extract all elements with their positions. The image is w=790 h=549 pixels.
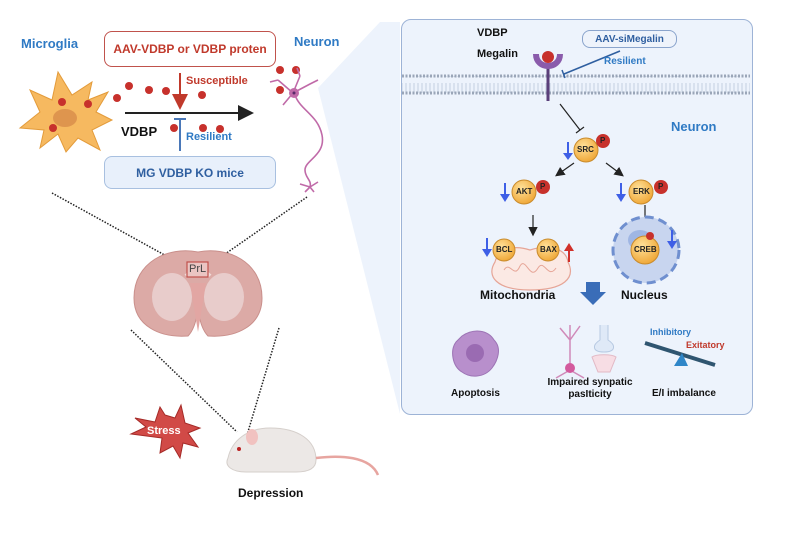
src-label: SRC (577, 145, 594, 154)
excitatory-label: Exitatory (686, 340, 725, 350)
creb-phospho (646, 232, 654, 240)
akt-p-label: P (540, 182, 546, 191)
erk-node (628, 179, 654, 205)
panel-neuron-label: Neuron (671, 119, 717, 134)
erk-label: ERK (633, 187, 650, 196)
microglia-cell-icon (18, 70, 114, 153)
neuron-label: Neuron (294, 34, 340, 49)
brain-slice-icon (133, 250, 263, 337)
outcome-synaptic-text: Impaired synpatic pasIticity (547, 377, 633, 400)
bcl-node (492, 238, 516, 262)
outcome-synaptic: Impaired synpatic pasIticity (540, 377, 640, 401)
src-p-label: P (600, 136, 606, 145)
megalin-src-inhibit (559, 103, 585, 134)
erk-p-label: P (658, 182, 664, 191)
vdbp-secreted-dots (113, 66, 300, 133)
treatment-box: AAV-VDBP or VDBP proten (104, 31, 276, 67)
src-phospho (596, 134, 610, 148)
regulation-arrows (482, 142, 677, 262)
outcome-down-arrow (580, 282, 606, 305)
mitochondria-label: Mitochondria (480, 288, 556, 302)
erk-phospho (654, 180, 668, 194)
panel-vdbp-label: VDBP (477, 27, 508, 39)
microglia-label: Microglia (21, 36, 79, 51)
creb-label: CREB (634, 245, 657, 254)
resilient-inhibit-line (174, 118, 186, 151)
stress-burst-icon (129, 403, 202, 460)
cell-membrane (402, 74, 750, 95)
panel-resilient-label: Resilient (604, 56, 646, 67)
src-node (573, 137, 599, 163)
stress-label: Stress (147, 425, 181, 437)
simegalin-box: AAV-siMegalin (582, 30, 677, 48)
akt-node (511, 179, 537, 205)
akt-phospho (536, 180, 550, 194)
neuron-cell-icon (269, 67, 324, 193)
depression-label: Depression (238, 486, 304, 500)
bax-node (536, 238, 560, 262)
bcl-label: BCL (496, 245, 513, 254)
resilient-label: Resilient (186, 131, 232, 143)
protein-nodes (492, 134, 668, 265)
outcome-apoptosis: Apoptosis (451, 388, 500, 399)
bax-label: BAX (540, 245, 557, 254)
brain-region-label: PrL (189, 263, 207, 275)
megalin-receptor-icon (533, 51, 563, 101)
vdbp-label: VDBP (121, 124, 158, 139)
creb-node (630, 235, 660, 265)
nucleus-label: Nucleus (621, 288, 668, 302)
mouse-icon (226, 427, 380, 476)
apoptotic-cell-icon (452, 330, 499, 377)
simegalin-inhibit-line (561, 50, 621, 79)
outcome-ei-imbalance: E/I imbalance (652, 388, 716, 399)
ei-balance-icon (644, 341, 716, 367)
akt-label: AKT (516, 187, 533, 196)
susceptible-label: Susceptible (186, 75, 248, 87)
dotted-connector-lines (51, 192, 308, 436)
synapse-icon (555, 325, 617, 379)
inhibitory-label: Inhibitory (650, 327, 691, 337)
ko-mice-box: MG VDBP KO mice (104, 156, 276, 189)
megalin-label: Megalin (477, 48, 518, 60)
